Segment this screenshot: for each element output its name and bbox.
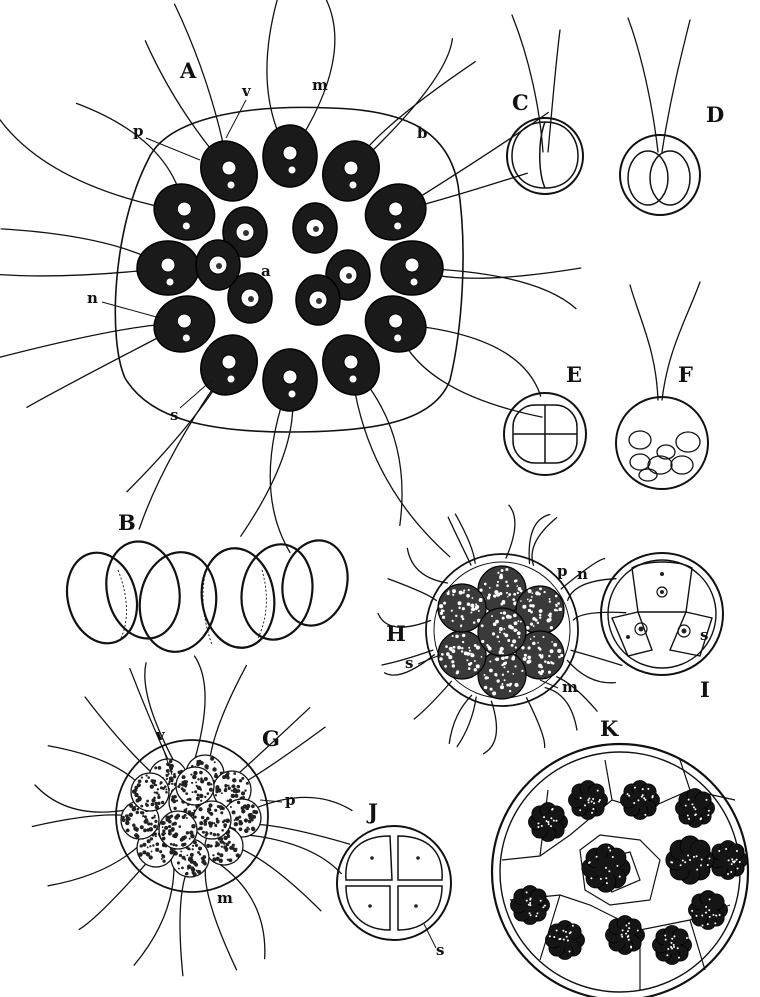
flagellum bbox=[457, 697, 476, 746]
figure-b-label: B bbox=[118, 510, 136, 535]
cell-j-wall bbox=[337, 826, 451, 940]
flagellum bbox=[448, 517, 471, 565]
daughter-colony bbox=[605, 915, 644, 954]
chain-cell bbox=[98, 535, 189, 646]
figure-e: E bbox=[504, 362, 586, 475]
figure-k: K bbox=[492, 716, 748, 997]
flagellum bbox=[351, 365, 450, 557]
figure-k-label: K bbox=[600, 716, 619, 741]
daughter-colony bbox=[675, 788, 714, 827]
figure-e-label: E bbox=[566, 362, 582, 387]
daughter-colony bbox=[528, 802, 567, 841]
label-s: s bbox=[405, 654, 413, 672]
leader-s bbox=[180, 380, 212, 408]
flagellum bbox=[193, 656, 205, 766]
flagellum bbox=[506, 505, 515, 558]
figure-c: C bbox=[507, 15, 583, 194]
flagellum bbox=[484, 701, 497, 753]
figure-j: J s bbox=[337, 799, 451, 959]
flagellum bbox=[527, 698, 545, 748]
flagellum bbox=[407, 548, 447, 583]
daughter-colony bbox=[652, 925, 691, 964]
flagellum bbox=[130, 669, 173, 770]
flagellum bbox=[180, 866, 189, 976]
leader-v bbox=[226, 100, 246, 138]
figure-f-label: F bbox=[678, 362, 693, 387]
label-m: m bbox=[562, 678, 578, 696]
label-b: b bbox=[417, 124, 428, 142]
flagellum bbox=[232, 846, 321, 911]
chain-cell bbox=[275, 534, 355, 631]
colony-a-flagella bbox=[0, 0, 581, 557]
label-s: s bbox=[436, 941, 444, 959]
leader-n bbox=[102, 302, 160, 318]
stippled-cell bbox=[131, 773, 169, 811]
label-s: s bbox=[700, 626, 708, 644]
figure-c-label: C bbox=[512, 90, 529, 115]
label-m: m bbox=[217, 889, 233, 907]
figure-h: H p n s m bbox=[378, 505, 626, 753]
label-p: p bbox=[557, 562, 568, 580]
daughter-colony bbox=[688, 890, 727, 929]
chain-cell bbox=[195, 543, 280, 652]
figure-g: G v p m bbox=[32, 656, 352, 976]
daughter-colony bbox=[666, 836, 714, 884]
figure-h-label: H bbox=[386, 621, 406, 646]
figure-d-label: D bbox=[706, 102, 724, 127]
colony-a-cells bbox=[137, 125, 443, 411]
figure-i: s I bbox=[601, 553, 723, 702]
label-v: v bbox=[241, 82, 252, 100]
label-s: s bbox=[170, 406, 178, 424]
label-p: p bbox=[285, 791, 296, 809]
flagellum bbox=[388, 579, 436, 601]
cell-c-wall bbox=[507, 118, 583, 194]
flagellum bbox=[85, 697, 159, 779]
flagellum bbox=[414, 681, 451, 719]
cell-d-wall bbox=[620, 135, 700, 215]
figure-i-label: I bbox=[700, 677, 710, 702]
daughter-colony bbox=[545, 920, 584, 959]
figure-a: A v m p b a n s bbox=[0, 0, 581, 557]
daughter-colonies bbox=[510, 780, 747, 964]
figure-a-label: A bbox=[179, 58, 197, 83]
flagellum bbox=[134, 863, 174, 966]
daughter-colony bbox=[620, 780, 659, 819]
figure-f: F bbox=[616, 282, 708, 489]
flagellum bbox=[568, 579, 616, 601]
figure-d: D bbox=[620, 18, 724, 215]
figure-g-label: G bbox=[262, 726, 280, 751]
daughter-colony bbox=[568, 780, 607, 819]
flagellum bbox=[209, 666, 246, 769]
figure-b: B bbox=[57, 510, 355, 657]
label-v: v bbox=[155, 726, 166, 744]
flagellum bbox=[239, 834, 342, 874]
label-m: m bbox=[312, 76, 328, 94]
label-n: n bbox=[577, 565, 588, 583]
daughter-colony bbox=[582, 844, 630, 892]
figure-j-label: J bbox=[366, 799, 378, 824]
chain-cell bbox=[234, 539, 320, 646]
label-n: n bbox=[87, 289, 98, 307]
colony-h-cells bbox=[434, 562, 570, 699]
label-p: p bbox=[133, 122, 144, 140]
flagellum bbox=[449, 695, 471, 743]
colony-g-cells bbox=[121, 755, 261, 877]
daughter-colony bbox=[510, 885, 549, 924]
cell-i-wall bbox=[601, 553, 723, 675]
label-a: a bbox=[261, 262, 271, 280]
